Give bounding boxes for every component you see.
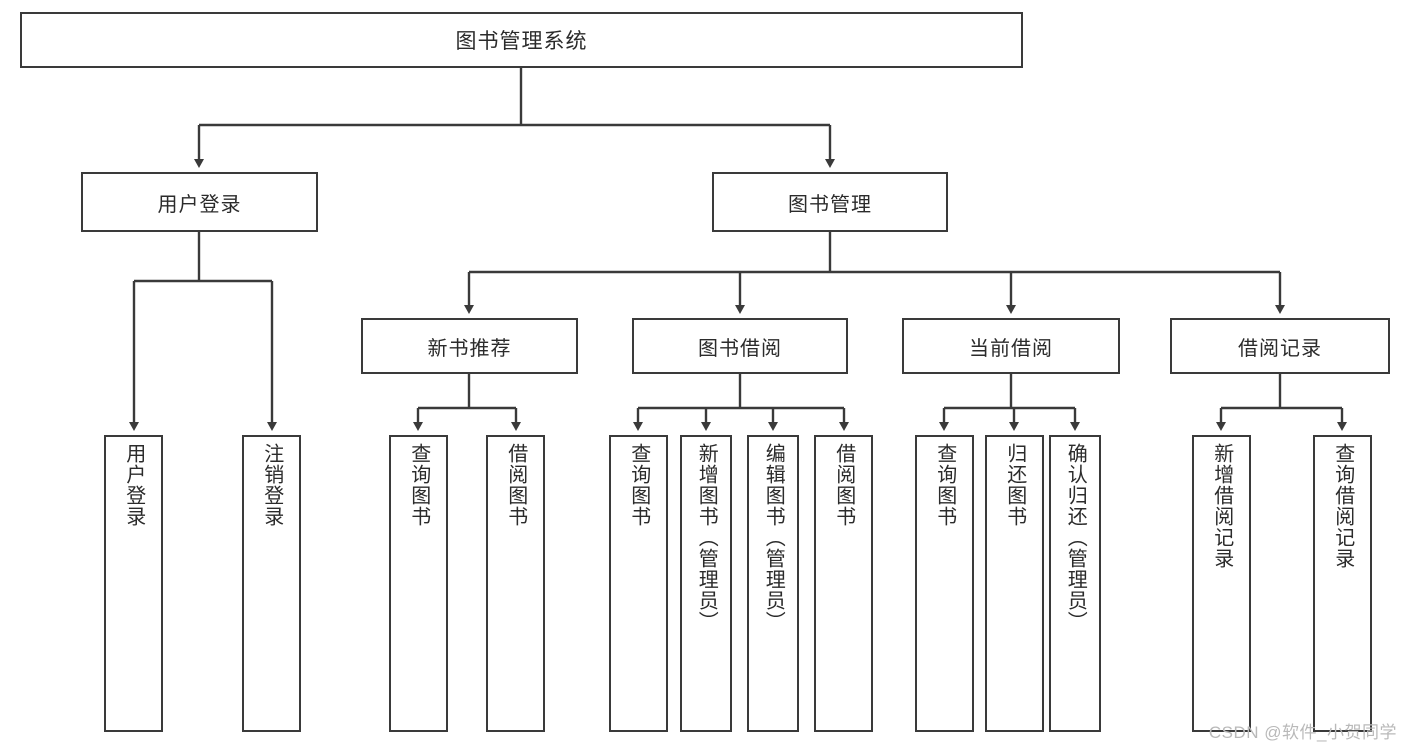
leaf-add-record-label: 新增借阅记录 [1210,443,1233,569]
node-borrow-record[interactable]: 借阅记录 [1170,318,1390,374]
leaf-user-login[interactable]: 用户登录 [104,435,163,732]
node-new-book-recommend-label: 新书推荐 [427,337,512,360]
node-book-borrow-label: 图书借阅 [698,337,782,360]
leaf-user-logout[interactable]: 注销登录 [242,435,301,732]
node-new-book-recommend[interactable]: 新书推荐 [361,318,578,374]
leaf-return-book[interactable]: 归还图书 [985,435,1044,732]
leaf-query-book-1[interactable]: 查询图书 [389,435,448,732]
node-root-label: 图书管理系统 [455,30,588,53]
node-user-login-label: 用户登录 [157,193,242,216]
leaf-edit-book-label: 编辑图书（管理员） [762,443,785,632]
leaf-query-book-3-label: 查询图书 [933,443,956,527]
leaf-confirm-return[interactable]: 确认归还（管理员） [1049,435,1101,732]
leaf-add-book-label: 新增图书（管理员） [695,443,718,632]
node-book-manage[interactable]: 图书管理 [712,172,948,232]
leaf-borrow-book-2-label: 借阅图书 [832,443,855,527]
node-user-login[interactable]: 用户登录 [81,172,318,232]
node-current-borrow[interactable]: 当前借阅 [902,318,1120,374]
leaf-user-logout-label: 注销登录 [260,443,283,527]
leaf-add-book[interactable]: 新增图书（管理员） [680,435,732,732]
leaf-query-record[interactable]: 查询借阅记录 [1313,435,1372,732]
node-borrow-record-label: 借阅记录 [1238,337,1322,360]
leaf-edit-book[interactable]: 编辑图书（管理员） [747,435,799,732]
leaf-borrow-book-1[interactable]: 借阅图书 [486,435,545,732]
node-book-manage-label: 图书管理 [788,193,872,216]
node-book-borrow[interactable]: 图书借阅 [632,318,848,374]
csdn-watermark: CSDN @软件_小贺同学 [1208,723,1397,742]
leaf-query-book-1-label: 查询图书 [407,443,430,527]
leaf-confirm-return-label: 确认归还（管理员） [1064,443,1087,632]
node-current-borrow-label: 当前借阅 [969,337,1053,360]
leaf-borrow-book-2[interactable]: 借阅图书 [814,435,873,732]
leaf-query-book-3[interactable]: 查询图书 [915,435,974,732]
leaf-query-book-2-label: 查询图书 [627,443,650,527]
node-root[interactable]: 图书管理系统 [20,12,1023,68]
leaf-user-login-label: 用户登录 [122,443,145,527]
leaf-query-book-2[interactable]: 查询图书 [609,435,668,732]
leaf-query-record-label: 查询借阅记录 [1331,443,1354,569]
leaf-add-record[interactable]: 新增借阅记录 [1192,435,1251,732]
leaf-borrow-book-1-label: 借阅图书 [504,443,527,527]
leaf-return-book-label: 归还图书 [1003,443,1026,527]
